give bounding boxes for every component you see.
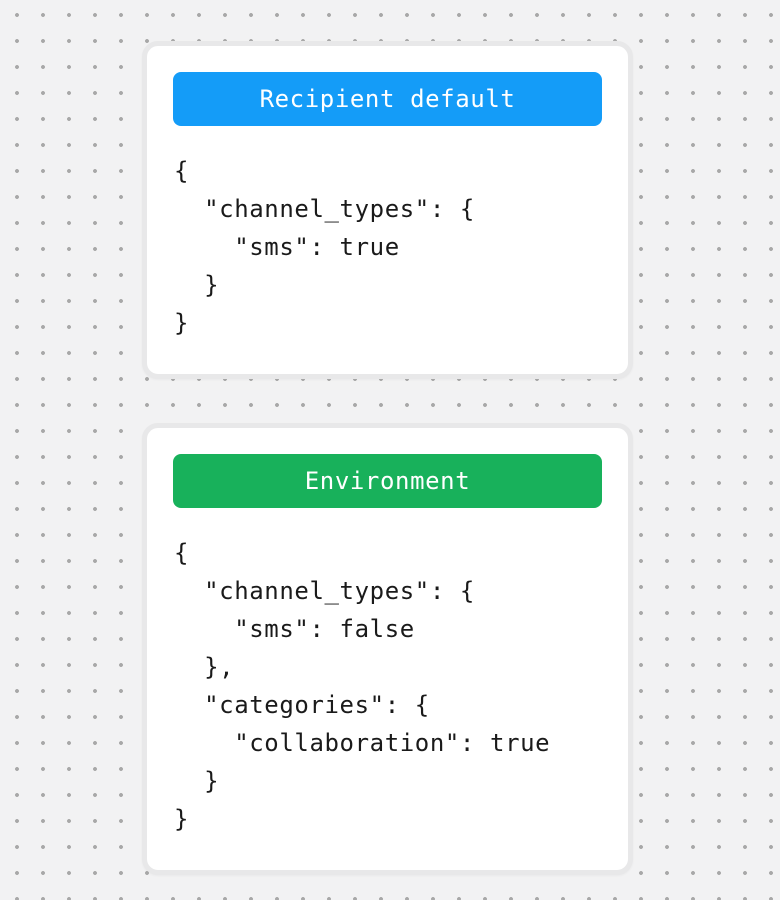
- card-recipient-default: Recipient default { "channel_types": { "…: [142, 41, 633, 379]
- card-environment: Environment { "channel_types": { "sms": …: [142, 423, 633, 875]
- environment-json-code: { "channel_types": { "sms": false }, "ca…: [174, 539, 551, 833]
- recipient-default-badge: Recipient default: [173, 72, 602, 126]
- recipient-default-json-code: { "channel_types": { "sms": true } }: [174, 157, 475, 337]
- environment-badge: Environment: [173, 454, 602, 508]
- dotted-canvas: Recipient default { "channel_types": { "…: [0, 41, 780, 875]
